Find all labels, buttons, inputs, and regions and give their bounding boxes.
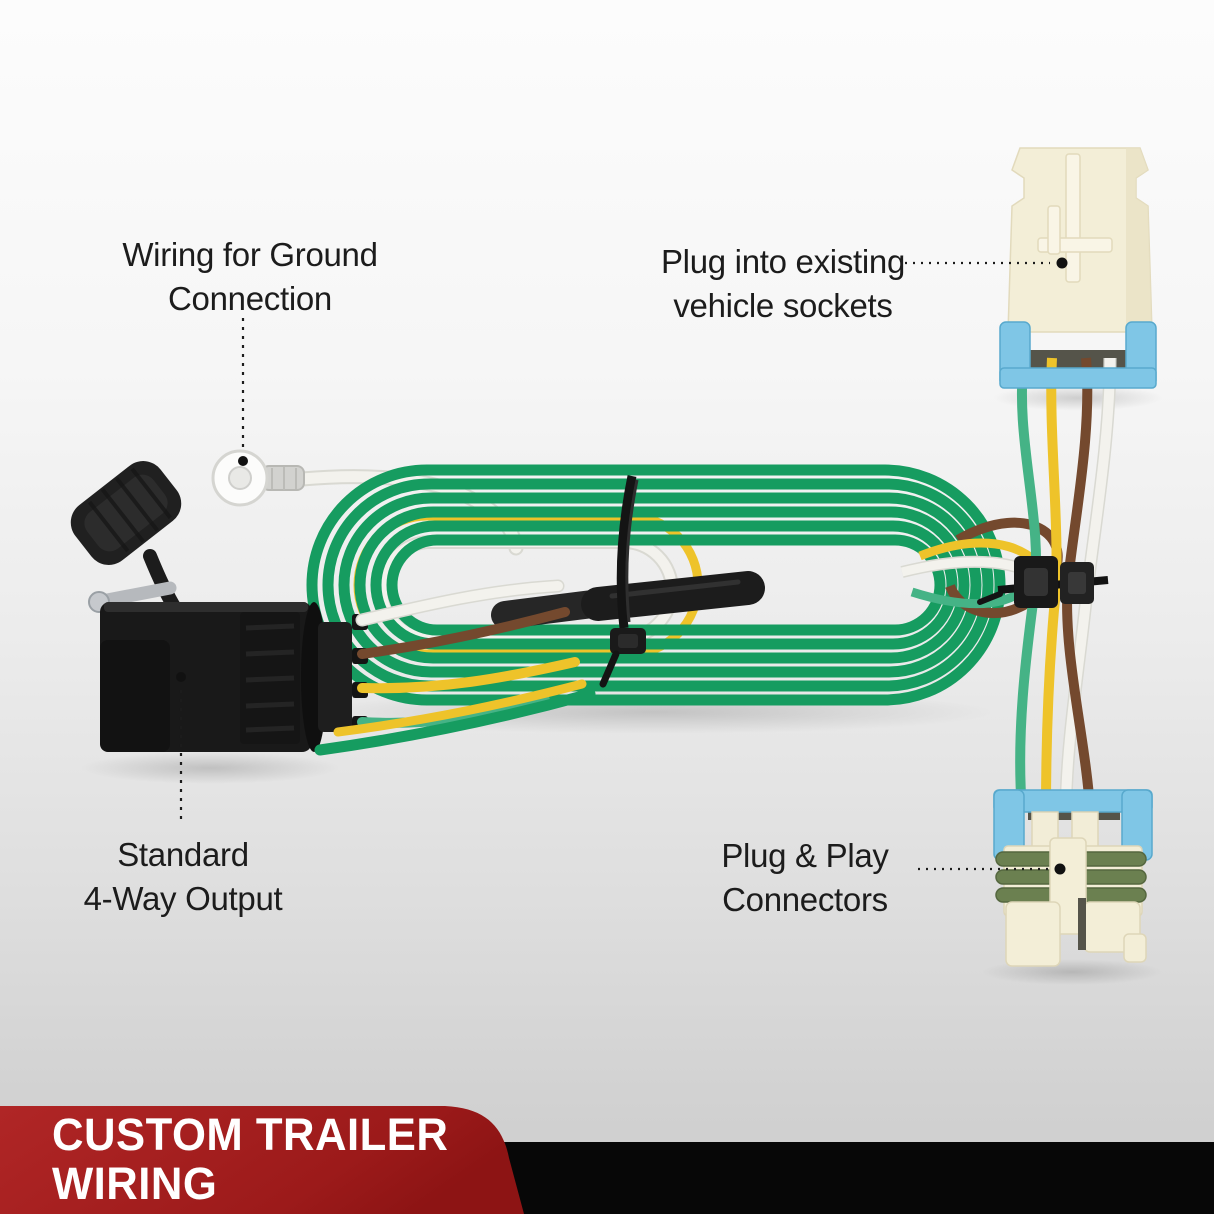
callout-ground-line2: Connection: [168, 280, 332, 317]
callout-vehicle-line2: vehicle sockets: [673, 287, 893, 324]
yellow-lead: [357, 657, 580, 694]
yellow-ribbon-strand: [333, 679, 587, 737]
callout-leaders: [176, 257, 1068, 875]
socket-center-slit: [1078, 898, 1086, 950]
dust-cap: [70, 461, 182, 565]
cable-tie-band-highlight: [625, 479, 639, 623]
white-lead: [357, 581, 563, 625]
plug-retainer-clip: [999, 321, 1157, 389]
callout-output-line2: 4-Way Output: [83, 880, 283, 917]
crimp-ridges: [271, 467, 297, 490]
wire-coil: [306, 464, 1006, 706]
bundle-cable-tie: [977, 556, 1109, 608]
vehicle-leader-dot: [1056, 257, 1068, 269]
callout-vehicle-line1: Plug into existing: [660, 243, 906, 280]
clip-bottom-bar: [999, 367, 1157, 389]
plug-latch: [1037, 153, 1113, 283]
connector-lead-wires: [314, 579, 596, 756]
four-way-connector: [70, 461, 368, 752]
cable-tie-tail: [599, 650, 620, 688]
cable-tie-head-slot: [618, 634, 638, 648]
banner-title: CUSTOM TRAILER WIRING: [52, 1110, 448, 1208]
banner-title-line2: WIRING: [52, 1158, 218, 1209]
bundle-tie-buckle-slot: [1068, 572, 1086, 594]
cable-tie-band: [616, 475, 637, 629]
connector-end-block: [318, 622, 352, 732]
socket-left-leg: [1005, 901, 1061, 967]
callout-plugplay-label: Plug & Play Connectors: [675, 834, 935, 922]
ground-leader-dot: [238, 456, 248, 466]
plug-shadow: [993, 385, 1163, 411]
callout-output-line1: Standard: [117, 836, 249, 873]
green-ribbon-strand: [314, 688, 596, 756]
spring-pin: [95, 581, 177, 608]
socket-leg-step: [1123, 933, 1147, 963]
coil-loop-6: [386, 534, 946, 636]
output-leader-dot: [176, 672, 186, 682]
callout-plugplay-line1: Plug & Play: [721, 837, 889, 874]
title-banner: [0, 1106, 524, 1214]
banner-shape: [0, 1106, 524, 1214]
brown-lead: [357, 607, 570, 659]
latch-vertical-bar: [1065, 153, 1081, 283]
callout-vehicle-label: Plug into existing vehicle sockets: [623, 240, 943, 328]
callout-output-label: Standard 4-Way Output: [53, 833, 313, 921]
connector-top-highlight: [104, 602, 308, 612]
dust-cap-inner: [84, 474, 168, 552]
ground-ring-terminal: [211, 449, 305, 507]
coil-loop-2: [322, 478, 994, 692]
callout-plugplay-line2: Connectors: [722, 881, 888, 918]
callout-ground-label: Wiring for Ground Connection: [90, 233, 410, 321]
ring-terminal-hole: [228, 466, 252, 490]
splice-highlight: [609, 579, 741, 599]
yellow-bundle-wire: [1041, 357, 1062, 811]
callout-ground-line1: Wiring for Ground: [122, 236, 378, 273]
bundle-tie-tail: [977, 591, 1003, 605]
vehicle-socket-connector: [993, 789, 1153, 967]
dust-cap-ribs: [88, 467, 172, 553]
coil-loop-5: [370, 520, 958, 650]
center-cable-tie: [599, 475, 646, 688]
plugplay-leader-dot: [1054, 863, 1066, 875]
connector-face: [100, 640, 170, 752]
coil-loop-1: [306, 464, 1006, 706]
connector-ribs: [245, 623, 295, 733]
latch-finger: [1047, 205, 1061, 255]
coil-loop-4: [354, 506, 970, 664]
plug-body-shade: [1126, 148, 1152, 332]
coil-loop-3: [338, 492, 982, 678]
banner-title-line1: CUSTOM TRAILER: [52, 1109, 449, 1160]
bundle-tie-head-slot: [1024, 568, 1048, 596]
socket-seal-rings: [995, 851, 1147, 903]
connector-shadow: [80, 752, 340, 784]
